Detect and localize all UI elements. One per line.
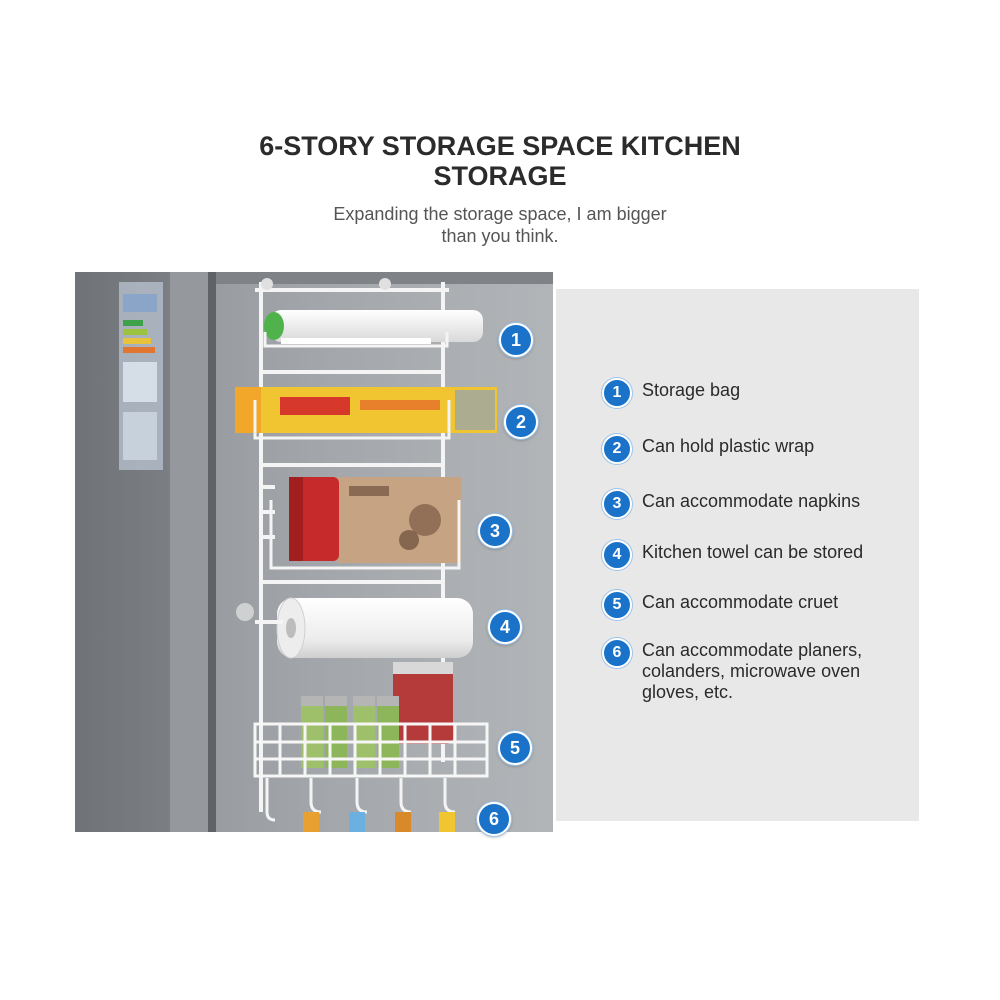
paper-towel-roll bbox=[277, 598, 473, 658]
feature-number-3: 3 bbox=[602, 489, 632, 519]
feature-label-5-line-1: Can accommodate cruet bbox=[642, 592, 839, 612]
cruet-4 bbox=[377, 704, 399, 768]
feature-label-6: Can accommodate planers, colanders, micr… bbox=[642, 640, 912, 703]
photo-badge-6: 6 bbox=[477, 802, 511, 836]
title-line-1: 6-STORY STORAGE SPACE KITCHEN bbox=[259, 131, 741, 161]
subtitle-line-1: Expanding the storage space, I am bigger bbox=[333, 204, 667, 224]
page-title: 6-STORY STORAGE SPACE KITCHEN STORAGE bbox=[0, 131, 1000, 191]
feature-item-4: 4 Kitchen towel can be stored bbox=[602, 540, 912, 570]
feature-label-1-line-1: Storage bag bbox=[642, 380, 741, 400]
feature-number-1: 1 bbox=[602, 378, 632, 408]
storage-bag-roll bbox=[271, 310, 483, 342]
wire-basket bbox=[253, 722, 489, 778]
photo-badge-4: 4 bbox=[488, 610, 522, 644]
feature-label-6-line-3: gloves, etc. bbox=[642, 682, 734, 702]
feature-label-3: Can accommodate napkins bbox=[642, 491, 912, 512]
feature-label-2-line-1: Can hold plastic wrap bbox=[642, 436, 815, 456]
feature-label-6-line-2: colanders, microwave oven bbox=[642, 661, 861, 681]
feature-label-1: Storage bag bbox=[642, 380, 912, 401]
photo-badge-1: 1 bbox=[499, 323, 533, 357]
feature-number-4: 4 bbox=[602, 540, 632, 570]
feature-item-1: 1 Storage bag bbox=[602, 378, 912, 408]
feature-label-4-line-1: Kitchen towel can be stored bbox=[642, 542, 864, 562]
feature-item-3: 3 Can accommodate napkins bbox=[602, 489, 912, 519]
page-subtitle: Expanding the storage space, I am bigger… bbox=[0, 203, 1000, 247]
feature-item-6: 6 Can accommodate planers, colanders, mi… bbox=[602, 638, 912, 703]
feature-label-5: Can accommodate cruet bbox=[642, 592, 912, 613]
feature-number-6: 6 bbox=[602, 638, 632, 668]
feature-label-3-line-1: Can accommodate napkins bbox=[642, 491, 861, 511]
red-jar bbox=[393, 662, 453, 744]
photo-badge-5: 5 bbox=[498, 731, 532, 765]
feature-label-6-line-1: Can accommodate planers, bbox=[642, 640, 863, 660]
title-line-2: STORAGE bbox=[433, 161, 567, 191]
feature-number-5: 5 bbox=[602, 590, 632, 620]
photo-badge-2: 2 bbox=[504, 405, 538, 439]
feature-number-2: 2 bbox=[602, 434, 632, 464]
feature-label-2: Can hold plastic wrap bbox=[642, 436, 912, 457]
product-photo bbox=[75, 272, 553, 832]
feature-item-2: 2 Can hold plastic wrap bbox=[602, 434, 912, 464]
photo-badge-3: 3 bbox=[478, 514, 512, 548]
feature-label-4: Kitchen towel can be stored bbox=[642, 542, 912, 563]
feature-item-5: 5 Can accommodate cruet bbox=[602, 590, 912, 620]
feature-panel: 1 Storage bag 2 Can hold plastic wrap 3 … bbox=[556, 289, 919, 821]
subtitle-line-2: than you think. bbox=[441, 226, 559, 246]
hooks bbox=[265, 778, 456, 822]
cruet-3 bbox=[353, 704, 375, 768]
